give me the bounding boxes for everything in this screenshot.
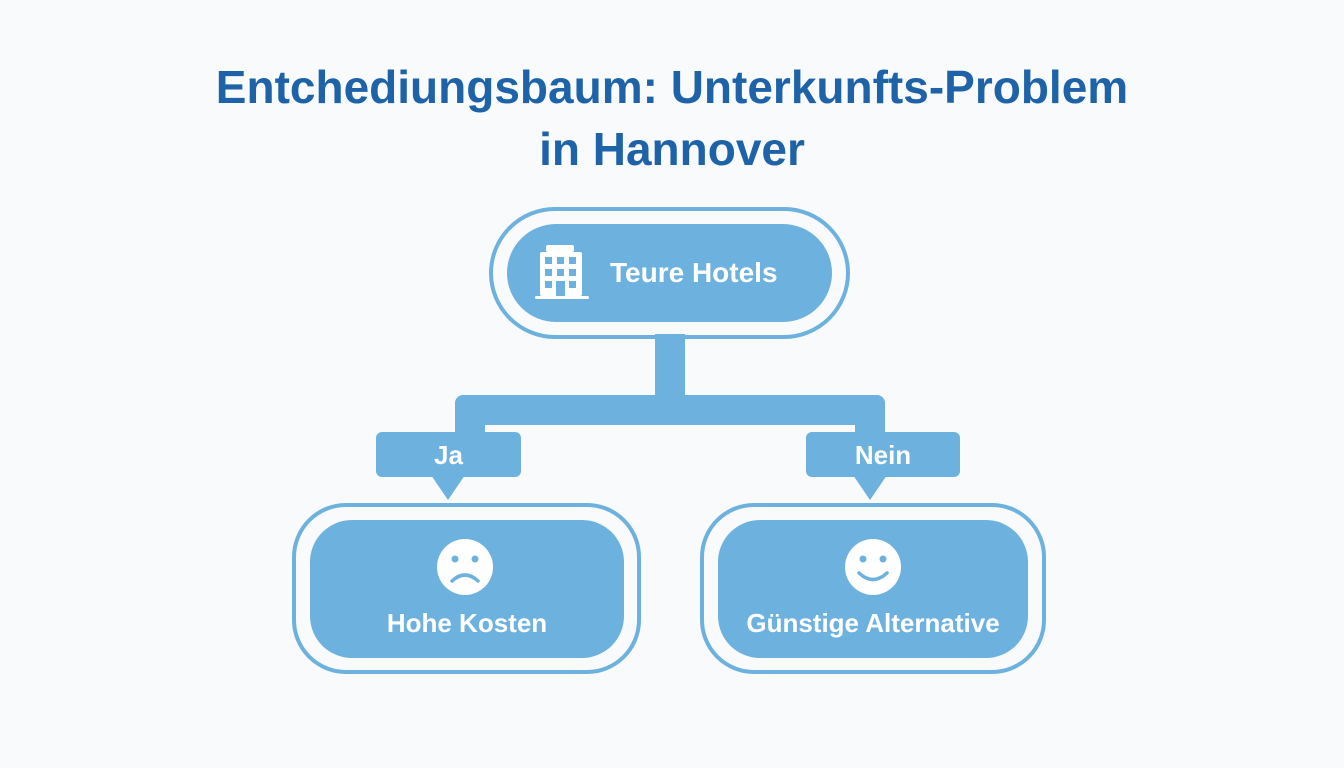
branch-no-pointer [853, 475, 887, 500]
leaf-right-label: Günstige Alternative [746, 608, 1000, 638]
leaf-node-left [292, 503, 641, 674]
happy-face-icon [845, 539, 901, 595]
branch-yes-box [376, 432, 521, 477]
title-line-1: Entchediungsbaum: Unterkunfts-Problem [215, 61, 1129, 113]
root-node-label: Teure Hotels [610, 257, 778, 288]
horizontal-connector [455, 395, 885, 425]
diagram-title: Entchediungsbaum: Unterkunfts-Problem in… [0, 56, 1344, 180]
branch-no-box [806, 432, 960, 477]
branch-no [806, 432, 960, 500]
leaf-right-outline [700, 503, 1046, 674]
branch-yes-label: Ja [434, 440, 463, 470]
sad-face-icon [437, 539, 493, 595]
tree-connectors [455, 334, 885, 440]
leaf-left-label: Hohe Kosten [386, 608, 548, 638]
leaf-left-outline [292, 503, 641, 674]
leaf-node-right [700, 503, 1046, 674]
root-node-outline [489, 207, 850, 339]
hotel-building-icon [535, 245, 589, 299]
title-line-2: in Hannover [539, 123, 805, 175]
branch-yes-pointer [431, 475, 465, 500]
branch-yes [376, 432, 521, 500]
trunk-connector [655, 334, 685, 404]
root-node [489, 207, 850, 339]
branch-no-label: Nein [854, 440, 912, 470]
